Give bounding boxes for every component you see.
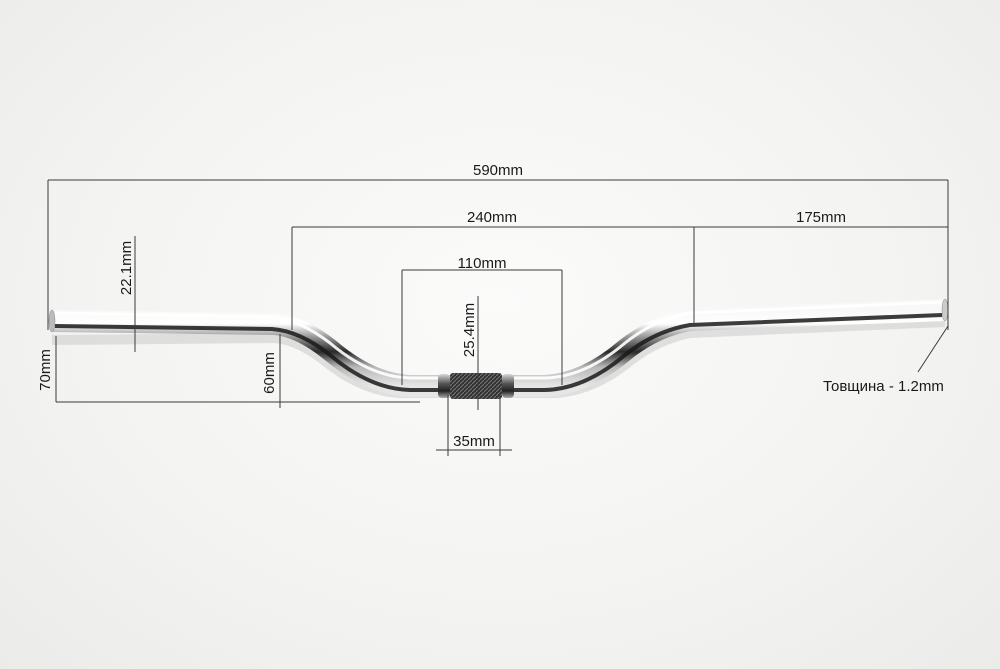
clamp-knurl (450, 373, 502, 399)
clamp-collar-left (438, 374, 450, 398)
rise-outer-label: 70mm (37, 349, 54, 391)
dimension-lines (47, 179, 949, 456)
center-section-width-label: 110mm (458, 255, 507, 272)
total-width-label: 590mm (473, 162, 523, 179)
clamp-collar-right (502, 374, 514, 398)
wall-thickness-label: Товщина - 1.2mm (823, 378, 944, 395)
rise-inner-label: 60mm (261, 352, 278, 394)
left-end-cap (48, 309, 56, 333)
right-end-cap (941, 298, 949, 322)
handlebar (48, 298, 949, 399)
clamp-width-label: 35mm (453, 433, 495, 450)
grip-diameter-label: 22.1mm (118, 241, 135, 295)
clamp-diameter-label: 25.4mm (461, 303, 478, 357)
rise-section-width-label: 240mm (467, 209, 517, 226)
end-section-width-label: 175mm (796, 209, 846, 226)
